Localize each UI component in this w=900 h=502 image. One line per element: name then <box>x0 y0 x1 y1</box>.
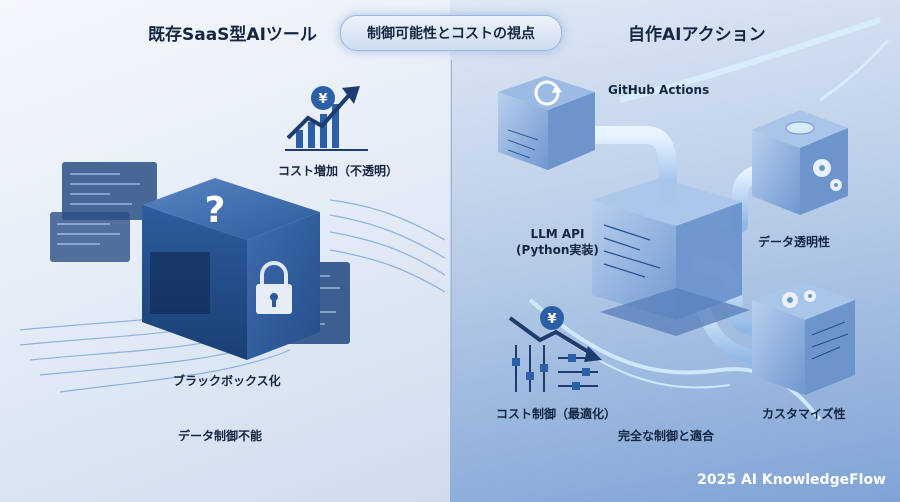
github-sync-icon <box>534 80 562 106</box>
customizability-label: カスタマイズ性 <box>762 407 846 421</box>
cost-control-label: コスト制御（最適化） <box>496 407 617 421</box>
llm-api-label: LLM API (Python実装) <box>516 227 599 258</box>
footer-credit: 2025 AI KnowledgeFlow <box>697 472 886 488</box>
blackbox-label: ブラックボックス化 <box>173 374 281 388</box>
data-transparency-label: データ透明性 <box>758 235 831 249</box>
right-title: 自作AIアクション <box>628 25 766 45</box>
full-control-label: 完全な制御と適合 <box>618 429 715 443</box>
yen-rising-chart-icon: ¥ <box>285 86 368 151</box>
svg-text:¥: ¥ <box>547 312 556 327</box>
cost-increase-label: コスト増加（不透明） <box>278 164 399 178</box>
question-icon: ? <box>205 190 226 231</box>
svg-text:¥: ¥ <box>318 92 327 107</box>
customize-cube <box>752 282 855 395</box>
transparency-cube <box>752 110 848 215</box>
left-title: 既存SaaS型AIツール <box>148 25 317 45</box>
gears-icon <box>813 159 842 191</box>
gears-icon-2 <box>782 290 816 308</box>
github-actions-label: GitHub Actions <box>608 83 710 97</box>
padlock-icon <box>256 261 292 314</box>
data-uncontrollable-label: データ制御不能 <box>178 429 263 443</box>
center-banner: 制御可能性とコストの視点 <box>340 15 562 51</box>
llm-api-line2: (Python実装) <box>516 243 599 257</box>
llm-api-line1: LLM API <box>530 227 585 241</box>
center-divider <box>451 60 452 440</box>
code-window-2 <box>50 212 130 262</box>
black-box-cube: ? <box>142 178 320 360</box>
github-cube <box>498 76 595 170</box>
llm-api-cube <box>592 178 750 336</box>
code-window-1 <box>62 162 157 220</box>
yen-falling-sliders-icon: ¥ <box>508 306 602 392</box>
